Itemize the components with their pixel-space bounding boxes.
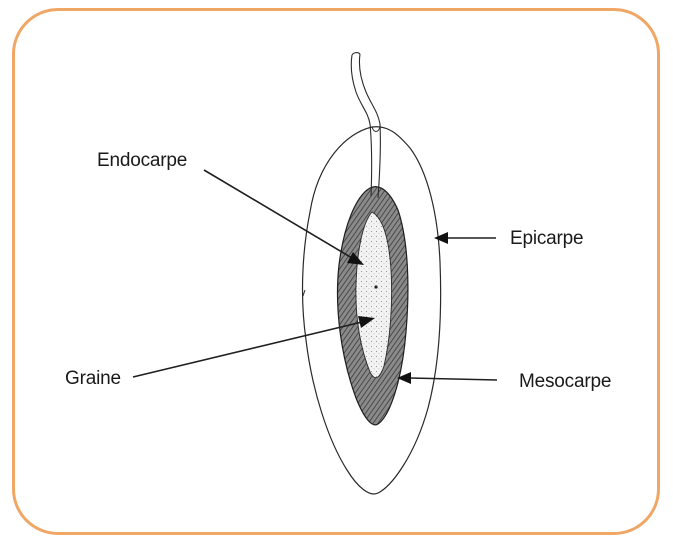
graine-label: Graine (65, 368, 121, 390)
mesocarpe-label: Mesocarpe (519, 371, 611, 393)
endocarpe-label: Endocarpe (97, 150, 187, 172)
epicarpe-label: Epicarpe (510, 228, 583, 250)
